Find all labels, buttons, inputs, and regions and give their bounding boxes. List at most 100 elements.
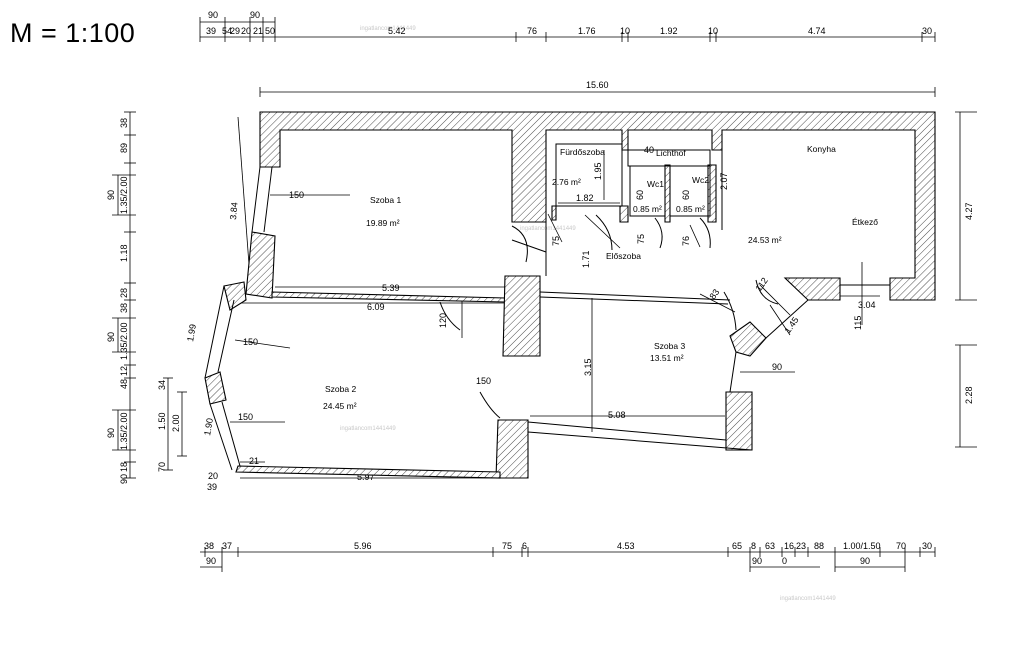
room-name-szoba1: Szoba 1	[370, 195, 401, 205]
dim-text: 4.27	[964, 202, 974, 220]
watermark-layer: ingatlancom1441449 ingatlancom1441449 in…	[340, 26, 836, 602]
dim-text: 6	[522, 541, 527, 551]
room-area-szoba3: 13.51 m²	[650, 353, 684, 363]
dim-text: 120	[438, 313, 448, 328]
dim-text: 75	[636, 234, 646, 244]
dim-text: 39	[206, 26, 216, 36]
dim-text: 115	[853, 316, 863, 330]
dim-text: 29	[230, 26, 240, 36]
dim-text: 10	[620, 26, 630, 36]
dim-text: 90	[119, 474, 129, 484]
dim-text: 5.08	[608, 410, 626, 420]
room-area-wc2: 0.85 m²	[676, 204, 705, 214]
room-name-konyha: Konyha	[807, 144, 836, 154]
room-area-furdo: 2.76 m²	[552, 177, 581, 187]
dim-text: 30	[922, 26, 932, 36]
dim-text: 65	[732, 541, 742, 551]
wall-szoba3-right	[725, 391, 753, 451]
scale-label: M = 1:100	[10, 18, 136, 48]
dim-text: 0	[782, 556, 787, 566]
wall-szoba2-bottom	[235, 465, 501, 479]
dim-text: 5.96	[354, 541, 372, 551]
dim-text: 4.74	[808, 26, 826, 36]
dim-text: 83	[707, 287, 721, 301]
dim-text: 90	[106, 190, 116, 200]
dim-text: 2.28	[964, 386, 974, 404]
dim-text: 90	[752, 556, 762, 566]
room-area-konyha: 24.53 m²	[748, 235, 782, 245]
wall-piece	[619, 205, 629, 223]
dim-text: 90	[106, 428, 116, 438]
dim-text: 1.45	[782, 315, 800, 335]
dim-text: 90	[250, 10, 260, 20]
dim-text: 1.82	[576, 193, 594, 203]
dim-text: 60	[635, 190, 645, 200]
dim-text: 1.35/2.00	[119, 322, 129, 360]
wall-corner-left	[223, 281, 247, 311]
dim-text: 63	[765, 541, 775, 551]
dim-text: 70	[157, 462, 167, 472]
dim-text: 48	[119, 379, 129, 389]
dim-text: 38	[119, 303, 129, 313]
room-area-szoba2: 24.45 m²	[323, 401, 357, 411]
wall-piece	[707, 164, 717, 223]
dim-text: 12	[119, 366, 129, 376]
dim-text: 1.90	[202, 417, 215, 436]
dim-text: 1.99	[185, 323, 198, 342]
dim-text: 3.15	[583, 358, 593, 376]
dim-text: 76	[527, 26, 537, 36]
dim-text: 54	[222, 26, 232, 36]
wall-central-pillar	[502, 275, 541, 357]
dim-text: 2.07	[719, 172, 729, 190]
dim-text: 75	[551, 236, 561, 246]
dim-text-overall: 15.60	[586, 80, 609, 90]
top-ticks	[199, 17, 936, 97]
room-name-wc1: Wc1	[647, 179, 664, 189]
room-name-szoba3: Szoba 3	[654, 341, 685, 351]
wall-kitchen-wedge	[783, 277, 841, 301]
bottom-ticks	[204, 547, 936, 572]
dim-text: 1.00/1.50	[843, 541, 881, 551]
wall-diagonal-pillar	[729, 321, 767, 357]
dim-text: 21	[253, 26, 263, 36]
room-name-furdo: Fürdőszoba	[560, 147, 605, 157]
watermark-text: ingatlancom1441449	[360, 26, 416, 32]
dim-text: 23	[796, 541, 806, 551]
dim-text: 75	[502, 541, 512, 551]
watermark-text: ingatlancom1441449	[780, 596, 836, 602]
dim-text: 16	[784, 541, 794, 551]
dim-text: 38	[119, 118, 129, 128]
dim-text: 150	[243, 337, 258, 347]
dim-text: 150	[238, 412, 253, 422]
room-name-wc2: Wc2	[692, 175, 709, 185]
dim-text: 89	[119, 143, 129, 153]
dim-text: 112	[753, 276, 769, 293]
watermark-text: ingatlancom1441449	[520, 226, 576, 232]
dim-text: 5.42	[388, 26, 406, 36]
dim-text: 8	[751, 541, 756, 551]
dimension-lines	[112, 17, 977, 572]
dim-text: 88	[814, 541, 824, 551]
dim-text: 5.39	[382, 283, 400, 293]
watermark-text: ingatlancom1441449	[340, 426, 396, 432]
dim-text: 1.35/2.00	[119, 412, 129, 450]
dim-text: 76	[681, 236, 691, 246]
dim-text: 70	[896, 541, 906, 551]
wall-piece	[551, 205, 557, 221]
dim-text: 5.97	[357, 472, 375, 482]
dim-text: 90	[106, 332, 116, 342]
thin-walls	[204, 143, 890, 471]
dim-text: 39	[207, 482, 217, 492]
dim-text: 50	[265, 26, 275, 36]
dim-text: 60	[681, 190, 691, 200]
left-ticks	[112, 111, 187, 479]
dim-text: 3.04	[858, 300, 876, 310]
walls	[204, 111, 936, 479]
room-name-eloszoba: Előszoba	[606, 251, 641, 261]
dim-text: 10	[708, 26, 718, 36]
dim-text: 30	[922, 541, 932, 551]
room-labels: Szoba 1 19.89 m² Szoba 2 24.45 m² Szoba …	[323, 144, 878, 411]
dim-text: 90	[206, 556, 216, 566]
dim-text: 1.18	[119, 244, 129, 262]
